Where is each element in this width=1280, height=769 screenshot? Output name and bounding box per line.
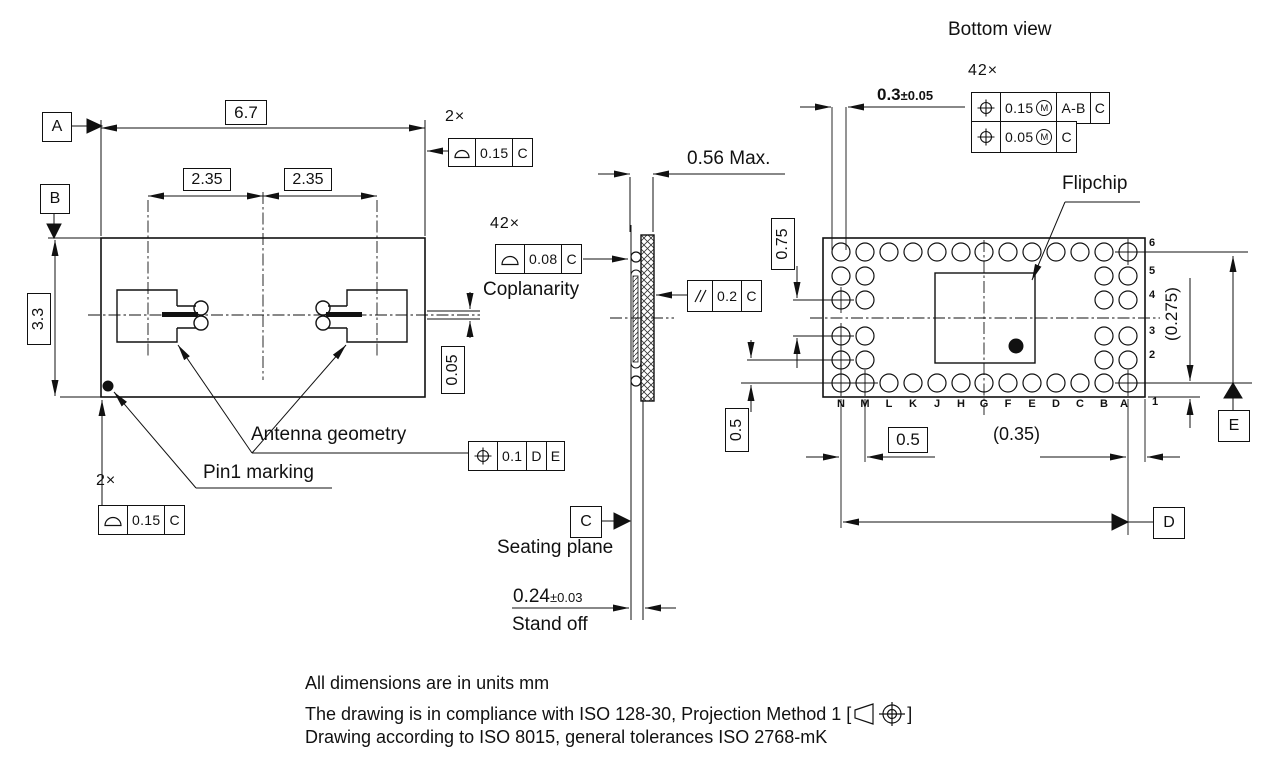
dim-max-thickness: 0.56 Max. (687, 148, 771, 169)
col-label: F (1004, 398, 1012, 410)
col-label: J (933, 398, 941, 410)
dim-width: 6.7 (225, 100, 267, 125)
col-label: H (957, 398, 965, 410)
antenna-right (315, 289, 408, 343)
profile-of-surface-icon (99, 506, 127, 534)
note-projection: The drawing is in compliance with ISO 12… (305, 700, 912, 728)
fcf-profile-top: 0.15 C (448, 138, 533, 167)
mmc-modifier: M (1036, 129, 1053, 145)
pin-grid (828, 239, 1141, 396)
qty-top: 2× (445, 108, 466, 125)
datum-a-box: A (42, 112, 72, 142)
dim-row-gap: 0.75 (771, 218, 795, 270)
dim-antenna-right: 2.35 (284, 168, 332, 191)
coplanarity-label: Coplanarity (483, 279, 580, 300)
side-view (512, 170, 785, 620)
parallelism-symbol-icon (688, 281, 712, 311)
mmc-modifier: M (1036, 100, 1053, 116)
qty-pins: 42× (968, 62, 999, 79)
note-units: All dimensions are in units mm (305, 673, 550, 693)
die-orientation-dot (1008, 338, 1024, 354)
datum-a-triangle (86, 118, 104, 134)
row-label: 3 (1149, 325, 1156, 337)
datum-d-box: D (1153, 507, 1185, 539)
dim-col-pitch: 0.5 (888, 427, 928, 453)
row-label: 6 (1149, 237, 1156, 249)
datum-c-box: C (570, 506, 602, 538)
fcf-antenna-position: 0.1 D E (468, 441, 566, 471)
fcf-profile-bottom: 0.15 C (98, 505, 185, 535)
col-label: K (909, 398, 917, 410)
col-label: E (1028, 398, 1036, 410)
bottom-view (741, 103, 1252, 535)
dim-height: 3.3 (27, 293, 51, 345)
col-label: B (1100, 398, 1108, 410)
col-label: N (837, 398, 845, 410)
datum-d-triangle (1111, 513, 1130, 531)
bottom-view-title: Bottom view (948, 19, 1052, 40)
package-outline-bottom (822, 237, 1146, 398)
dim-pad-offset: 0.3±0.05 (877, 85, 934, 104)
first-angle-projection-icon (854, 702, 906, 726)
position-symbol-icon (469, 442, 497, 470)
row-label: 4 (1149, 289, 1156, 301)
position-symbol-icon (972, 122, 1000, 152)
col-label: G (979, 398, 989, 410)
flipchip-label: Flipchip (1062, 173, 1128, 194)
row-label: 2 (1149, 349, 1156, 361)
seating-plane-label: Seating plane (497, 537, 614, 558)
datum-e-triangle (1223, 382, 1243, 399)
col-label: L (885, 398, 893, 410)
antenna-label: Antenna geometry (251, 424, 407, 445)
col-label: D (1052, 398, 1060, 410)
row-label: 1 (1152, 396, 1159, 408)
dim-edge-row: (0.275) (1162, 287, 1181, 341)
datum-c-triangle (613, 512, 632, 530)
fcf-parallelism: 0.2 C (687, 280, 762, 312)
datum-e-box: E (1218, 410, 1250, 442)
qty-coplanarity: 42× (490, 215, 521, 232)
col-label: C (1076, 398, 1084, 410)
datum-b-box: B (40, 184, 70, 214)
profile-of-surface-icon (449, 139, 475, 166)
dim-antenna-left: 2.35 (183, 168, 231, 191)
dim-edge-col: (0.35) (993, 424, 1041, 444)
pin1-dot (102, 380, 114, 392)
col-label: M (860, 398, 870, 410)
row-label: 5 (1149, 265, 1156, 277)
position-symbol-icon (972, 93, 1000, 123)
col-label: A (1120, 398, 1128, 410)
antenna-left (116, 289, 209, 343)
dim-trace-offset: 0.05 (441, 346, 465, 394)
fcf-coplanarity: 0.08 C (495, 244, 582, 274)
dim-row-pitch: 0.5 (725, 408, 749, 452)
front-view (46, 118, 480, 506)
standoff-label: Stand off (512, 614, 588, 635)
standoff-dim: 0.24±0.03 (513, 586, 583, 607)
pin1-label: Pin1 marking (203, 462, 314, 483)
note-tolerances: Drawing according to ISO 8015, general t… (305, 727, 828, 747)
qty-bottom: 2× (96, 472, 117, 489)
profile-of-surface-icon (496, 245, 524, 273)
datum-b-triangle (46, 223, 62, 240)
